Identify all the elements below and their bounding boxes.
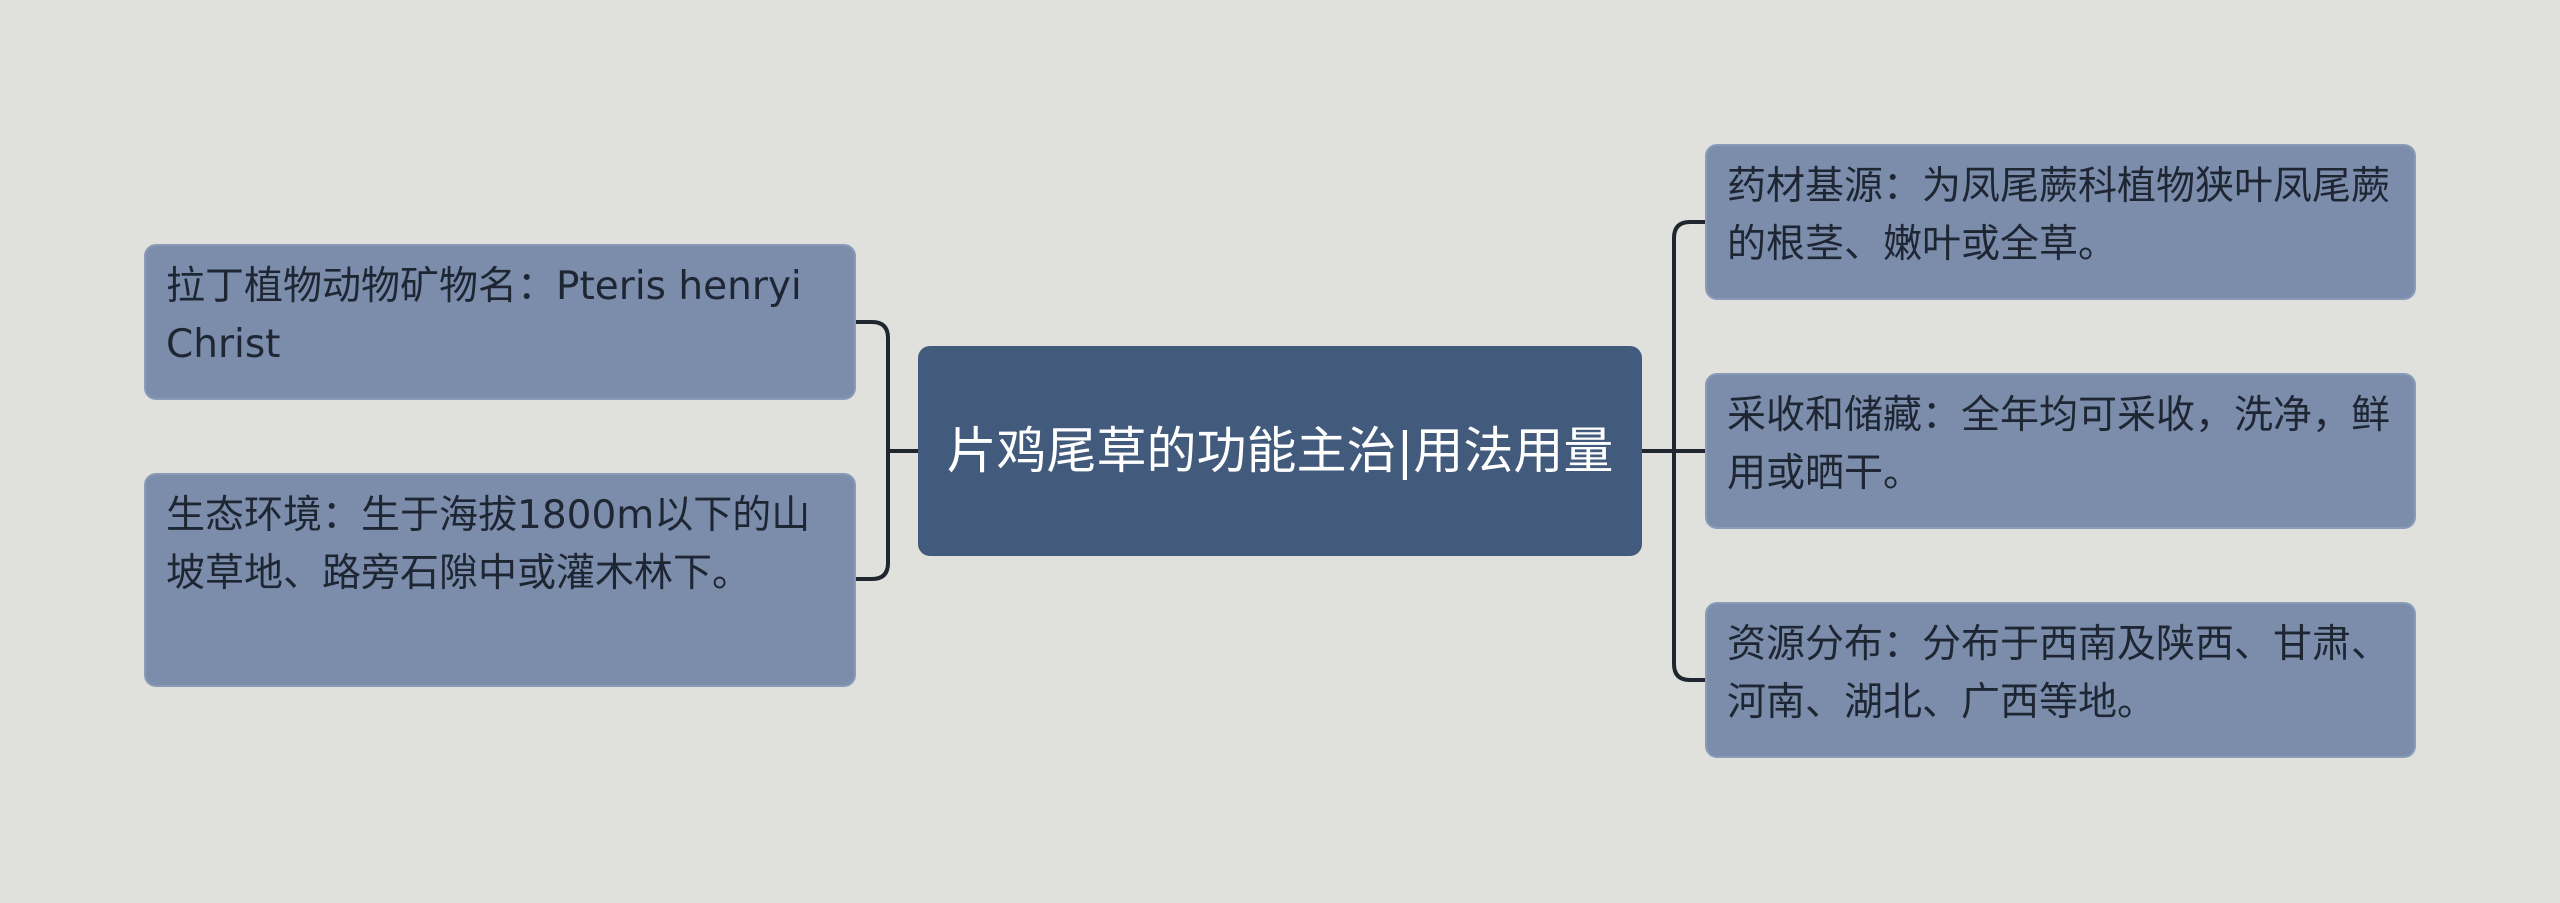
topic-latin-name-label: 拉丁植物动物矿物名：Pteris henryi Christ	[166, 264, 802, 367]
topic-habitat[interactable]: 生态环境：生于海拔1800m以下的山坡草地、路旁石隙中或灌木林下。	[144, 473, 856, 687]
topic-harvest[interactable]: 采收和储藏：全年均可采收，洗净，鲜用或晒干。	[1705, 373, 2416, 529]
topic-source-label: 药材基源：为凤尾蕨科植物狭叶凤尾蕨的根茎、嫩叶或全草。	[1727, 164, 2391, 267]
topic-source[interactable]: 药材基源：为凤尾蕨科植物狭叶凤尾蕨的根茎、嫩叶或全草。	[1705, 144, 2416, 300]
topic-latin-name[interactable]: 拉丁植物动物矿物名：Pteris henryi Christ	[144, 244, 856, 400]
topic-distribution[interactable]: 资源分布：分布于西南及陕西、甘肃、河南、湖北、广西等地。	[1705, 602, 2416, 758]
connector-right-3	[1672, 449, 1707, 682]
connector-left-2	[854, 449, 890, 581]
topic-habitat-label: 生态环境：生于海拔1800m以下的山坡草地、路旁石隙中或灌木林下。	[166, 493, 811, 596]
central-topic-label: 片鸡尾草的功能主治|用法用量	[946, 422, 1614, 480]
connector-right-1	[1672, 220, 1707, 453]
connector-left-1	[854, 320, 890, 453]
central-topic[interactable]: 片鸡尾草的功能主治|用法用量	[918, 346, 1642, 556]
topic-harvest-label: 采收和储藏：全年均可采收，洗净，鲜用或晒干。	[1727, 393, 2391, 496]
topic-distribution-label: 资源分布：分布于西南及陕西、甘肃、河南、湖北、广西等地。	[1727, 622, 2391, 725]
